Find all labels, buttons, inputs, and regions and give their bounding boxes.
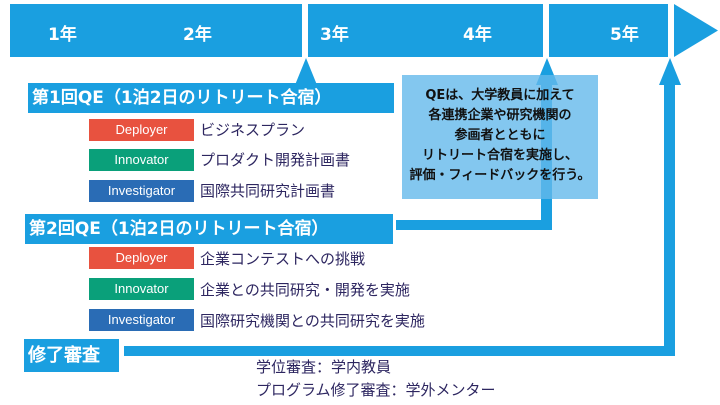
qe2-innovator-text: 企業との共同研究・開発を実施 [200,281,410,299]
qe2-investigator-text: 国際研究機関との共同研究を実施 [200,312,425,330]
qe2-title: 第2回QE（1泊2日のリトリート合宿） [25,214,393,244]
final-review-line: 学位審査：学内教員 [256,358,392,376]
qe2-deployer-badge: Deployer [89,247,194,269]
qe-description-box: QEは、大学教員に加えて 各連携企業や研究機関の 参画者とともに リトリート合宿… [402,75,598,199]
year-label-4: 4年 [463,25,492,45]
info-line: 参画者とともに [454,128,546,143]
arrow-up-icon [124,58,681,356]
year-label-2: 2年 [183,25,212,45]
qe1-deployer-text: ビジネスプラン [200,121,306,139]
info-line: リトリート合宿を実施し、 [421,148,578,163]
qe2-deployer-text: 企業コンテストへの挑戦 [200,250,366,268]
qe2-innovator-badge: Innovator [89,278,194,300]
timeline-arrow-head-icon [674,4,718,57]
qe1-innovator-text: プロダクト開発計画書 [200,151,351,169]
year-label-5: 5年 [610,25,639,45]
qe1-investigator-badge: Investigator [89,180,194,202]
qe2-investigator-badge: Investigator [89,309,194,331]
info-line: 各連携企業や研究機関の [428,108,572,123]
info-line: 評価・フィードバックを行う。 [409,168,591,183]
qe1-innovator-badge: Innovator [89,149,194,171]
year-label-3: 3年 [320,25,349,45]
qe1-investigator-text: 国際共同研究計画書 [200,182,336,200]
year-label-1: 1年 [48,25,77,45]
timeline-segment-5 [549,4,668,57]
info-line: QEは、大学教員に加えて [425,88,575,103]
final-review-title: 修了審査 [24,339,119,372]
final-review-line: プログラム修了審査：学外メンター [256,381,496,399]
qe1-title: 第1回QE（1泊2日のリトリート合宿） [28,83,394,113]
timeline-segment-1-2 [10,4,302,57]
qe1-deployer-badge: Deployer [89,119,194,141]
timeline-segment-3-4 [308,4,543,57]
